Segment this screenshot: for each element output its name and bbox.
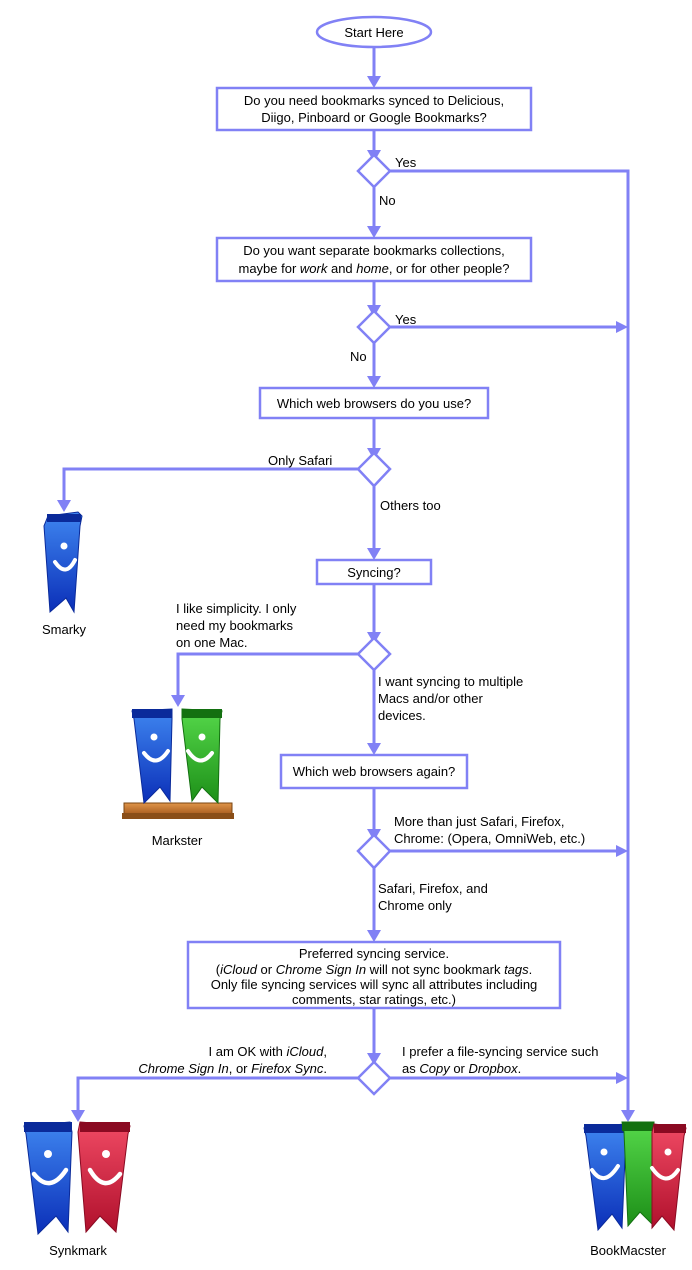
q5-label: Which web browsers again? xyxy=(293,764,456,779)
arrowhead xyxy=(367,226,381,238)
edge-d3-smarky xyxy=(62,467,358,502)
label-prefer-file-1: I prefer a file-syncing service such xyxy=(402,1044,599,1059)
q6-line4: comments, star ratings, etc.) xyxy=(292,992,456,1007)
decision-diamond xyxy=(356,636,392,672)
label-prefer-file-2: as Copy or Dropbox. xyxy=(402,1061,521,1076)
decision-diamond xyxy=(356,451,392,488)
q1-line1: Do you need bookmarks synced to Deliciou… xyxy=(244,93,504,108)
smarky-icon xyxy=(43,511,83,614)
label-others-too: Others too xyxy=(380,498,441,513)
app-synkmark-label: Synkmark xyxy=(49,1243,107,1258)
start-label: Start Here xyxy=(344,25,403,40)
connectors xyxy=(62,47,630,1112)
q2-line2: maybe for work and home, or for other pe… xyxy=(238,261,509,276)
decision-diamond xyxy=(356,153,392,189)
branch-labels: Yes No Yes No Only Safari Others too I l… xyxy=(138,155,598,1076)
label-yes: Yes xyxy=(395,155,417,170)
app-bookmacster-label: BookMacster xyxy=(590,1243,667,1258)
label-more-browsers-2: Chrome: (Opera, OmniWeb, etc.) xyxy=(394,831,585,846)
label-safari-ff-chrome-1: Safari, Firefox, and xyxy=(378,881,488,896)
q6-line2: (iCloud or Chrome Sign In will not sync … xyxy=(216,962,533,977)
question-2: Do you want separate bookmarks collectio… xyxy=(215,236,533,283)
label-safari-ff-chrome-2: Chrome only xyxy=(378,898,452,913)
arrowhead xyxy=(616,845,628,857)
arrowhead xyxy=(367,76,381,88)
arrowhead xyxy=(171,695,185,707)
arrowhead xyxy=(71,1110,85,1122)
label-simplicity-1: I like simplicity. I only xyxy=(176,601,297,616)
q1-line2: Diigo, Pinboard or Google Bookmarks? xyxy=(261,110,486,125)
label-no: No xyxy=(379,193,396,208)
synkmark-icon xyxy=(23,1121,131,1236)
edge-d1-yes xyxy=(390,169,630,1112)
arrowhead xyxy=(367,743,381,755)
q6-line1: Preferred syncing service. xyxy=(299,946,449,961)
question-1: Do you need bookmarks synced to Deliciou… xyxy=(215,86,533,132)
app-markster-label: Markster xyxy=(152,833,203,848)
arrowhead xyxy=(367,548,381,560)
arrowhead xyxy=(621,1110,635,1122)
app-smarky-label: Smarky xyxy=(42,622,87,637)
arrowhead xyxy=(616,321,628,333)
label-simplicity-2: need my bookmarks xyxy=(176,618,294,633)
decision-diamond xyxy=(356,833,392,870)
q2-line1: Do you want separate bookmarks collectio… xyxy=(243,243,505,258)
bookmacster-icon xyxy=(583,1121,687,1232)
label-multi-1: I want syncing to multiple xyxy=(378,674,523,689)
arrowhead xyxy=(57,500,71,512)
label-more-browsers-1: More than just Safari, Firefox, xyxy=(394,814,565,829)
arrowhead xyxy=(367,1053,381,1065)
label-no: No xyxy=(350,349,367,364)
decision-diamond xyxy=(356,1060,392,1096)
q4-label: Syncing? xyxy=(347,565,400,580)
question-5: Which web browsers again? xyxy=(279,753,469,790)
decision-diamond xyxy=(356,309,392,345)
label-ok-icloud-2: Chrome Sign In, or Firefox Sync. xyxy=(138,1061,327,1076)
label-multi-2: Macs and/or other xyxy=(378,691,483,706)
label-only-safari: Only Safari xyxy=(268,453,332,468)
arrowhead xyxy=(616,1072,628,1084)
arrowhead xyxy=(367,376,381,388)
question-4: Syncing? xyxy=(315,558,433,586)
label-ok-icloud-1: I am OK with iCloud, xyxy=(208,1044,327,1059)
question-6: Preferred syncing service. (iCloud or Ch… xyxy=(186,940,562,1010)
question-3: Which web browsers do you use? xyxy=(258,386,490,420)
edge-d6-synkmark xyxy=(76,1076,358,1112)
decisions xyxy=(356,153,392,1096)
markster-icon xyxy=(122,708,234,819)
q6-line3: Only file syncing services will sync all… xyxy=(211,977,538,992)
arrowhead xyxy=(367,930,381,942)
label-yes: Yes xyxy=(395,312,417,327)
label-simplicity-3: on one Mac. xyxy=(176,635,248,650)
label-multi-3: devices. xyxy=(378,708,426,723)
q3-label: Which web browsers do you use? xyxy=(277,396,471,411)
edge-d4-markster xyxy=(176,652,358,697)
start-node: Start Here xyxy=(315,15,433,49)
